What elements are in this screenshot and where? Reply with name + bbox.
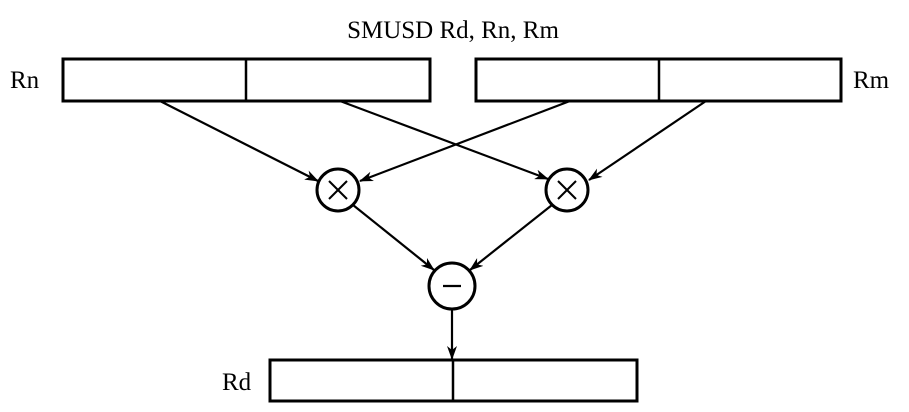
multiply-right-node <box>544 167 590 213</box>
multiply-left-node <box>315 167 361 213</box>
instruction-title: SMUSD Rd, Rn, Rm <box>347 17 559 44</box>
arrow-rn-high-to-mul-right <box>339 99 549 181</box>
register-rd-label: Rd <box>222 369 252 396</box>
register-rn-label: Rn <box>10 67 40 94</box>
subtract-node <box>427 261 477 311</box>
multiply-icon <box>557 180 577 200</box>
arrow-mul-right-to-sub <box>469 204 553 271</box>
arrow-rm-high-to-mul-left <box>359 99 571 183</box>
arrow-rm-low-to-mul-right <box>588 100 707 181</box>
register-rm: Rm <box>474 57 890 103</box>
register-rd: Rd <box>222 358 639 403</box>
arrow-mul-left-to-sub <box>352 204 435 271</box>
register-rn: Rn <box>10 57 432 103</box>
register-rm-label: Rm <box>853 67 890 94</box>
multiply-icon <box>328 180 348 200</box>
arrow-rn-low-to-mul-left <box>159 100 319 182</box>
